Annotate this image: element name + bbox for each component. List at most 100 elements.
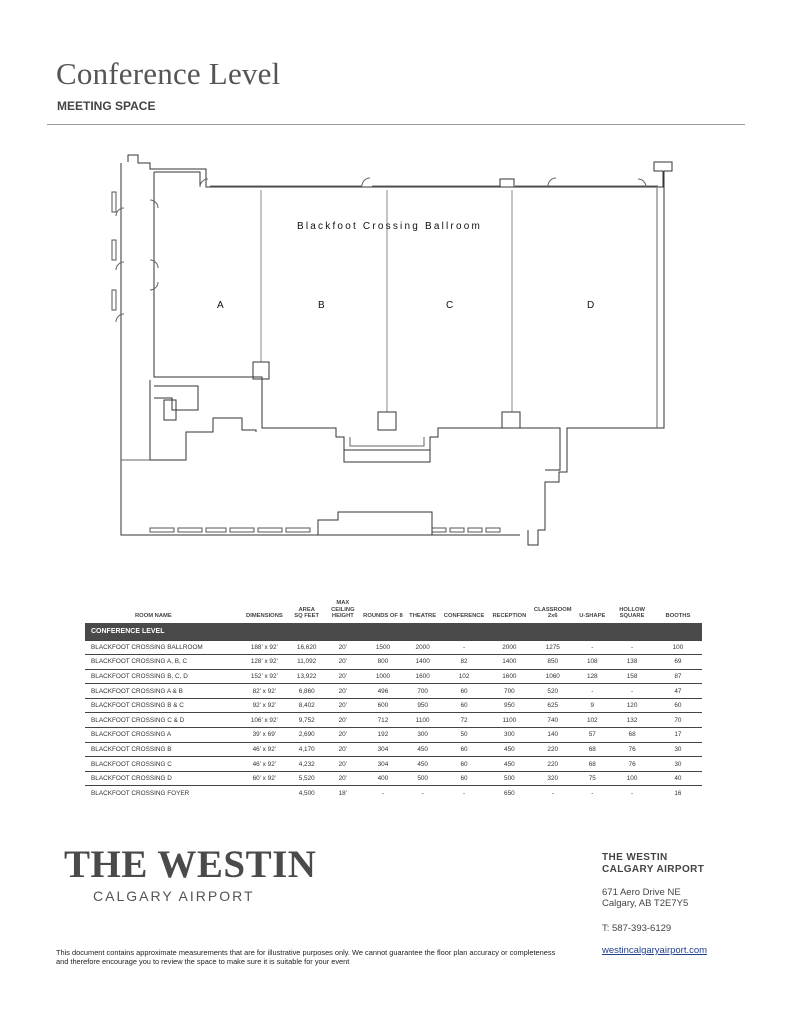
contact-phone: T: 587-393-6129 <box>602 923 672 934</box>
table-cell: 5,520 <box>288 771 325 787</box>
table-cell: 132 <box>610 712 654 729</box>
table-cell: 20’ <box>324 771 362 787</box>
table-cell: 40 <box>653 771 702 787</box>
table-cell: 700 <box>487 683 532 699</box>
col-rounds: ROUNDS OF 8 <box>363 613 403 619</box>
table-cell: 20’ <box>324 712 362 729</box>
room-name-cell: BLACKFOOT CROSSING A, B, C <box>85 654 240 670</box>
table-cell: 320 <box>531 771 575 787</box>
table-cell: 850 <box>531 654 575 670</box>
table-cell: 152’ x 92’ <box>239 669 289 685</box>
table-cell: 76 <box>610 742 654 758</box>
table-cell: 740 <box>531 712 575 729</box>
col-ushape: U-SHAPE <box>579 613 606 619</box>
table-cell: 600 <box>361 698 405 714</box>
table-cell: 1000 <box>361 669 405 685</box>
table-cell: 158 <box>610 669 654 685</box>
page-subtitle: MEETING SPACE <box>57 99 156 113</box>
westin-logo-subtitle: CALGARY AIRPORT <box>93 888 255 904</box>
table-cell: 102 <box>440 669 488 685</box>
website-link[interactable]: westincalgaryairport.com <box>602 945 708 956</box>
table-cell: 1100 <box>404 712 441 729</box>
table-cell: - <box>440 640 488 656</box>
outer-wall-top <box>127 154 673 188</box>
table-cell: 30 <box>653 756 702 772</box>
table-cell: 20’ <box>324 727 362 743</box>
table-cell: 57 <box>574 727 611 743</box>
table-cell: 76 <box>610 756 654 772</box>
table-cell: - <box>462 789 466 797</box>
table-cell: 450 <box>487 742 532 758</box>
room-name-cell: BLACKFOOT CROSSING C & D <box>85 712 240 729</box>
floor-plan: Blackfoot Crossing Ballroom A B C D <box>111 154 673 546</box>
table-cell: 625 <box>531 698 575 714</box>
room-name-cell: BLACKFOOT CROSSING B & C <box>85 698 240 714</box>
room-label-d: D <box>587 300 594 311</box>
table-cell: 9 <box>574 698 611 714</box>
table-cell: 69 <box>653 654 702 670</box>
table-cell: 20’ <box>324 654 362 670</box>
table-cell: - <box>610 640 654 656</box>
table-cell: - <box>631 789 634 797</box>
table-cell: 188’ x 92’ <box>239 640 289 656</box>
table-cell: 16 <box>674 789 682 797</box>
table-cell: - <box>551 789 554 797</box>
service-area <box>149 380 257 461</box>
table-cell: 2000 <box>404 640 441 656</box>
table-cell: 20’ <box>324 683 362 699</box>
contact-block: THE WESTIN CALGARY AIRPORT 671 Aero Driv… <box>602 852 707 956</box>
table-cell: 1400 <box>487 654 532 670</box>
table-cell: 30 <box>653 742 702 758</box>
table-cell: 6,860 <box>288 683 325 699</box>
room-name-cell: BLACKFOOT CROSSING B <box>85 742 240 758</box>
table-cell: 300 <box>487 727 532 743</box>
col-conference: CONFERENCE <box>443 613 485 619</box>
outer-wall-left <box>120 163 520 536</box>
table-cell: 68 <box>610 727 654 743</box>
table-cell: 39’ x 69’ <box>239 727 289 743</box>
col-dimensions: DIMENSIONS <box>246 613 283 619</box>
table-cell: 18’ <box>338 789 348 797</box>
room-label-b: B <box>318 300 325 311</box>
table-cell: 20’ <box>324 756 362 772</box>
table-cell: 82’ x 92’ <box>239 683 289 699</box>
table-cell: 400 <box>361 771 405 787</box>
table-cell: 47 <box>653 683 702 699</box>
table-cell: 496 <box>361 683 405 699</box>
table-cell: 8,402 <box>288 698 325 714</box>
westin-logo: THE WESTIN <box>64 843 317 886</box>
table-cell: 700 <box>404 683 441 699</box>
table-cell: 300 <box>404 727 441 743</box>
table-cell: 68 <box>574 756 611 772</box>
table-cell: 13,922 <box>288 669 325 685</box>
page-title: Conference Level <box>56 56 281 91</box>
section-row: CONFERENCE LEVEL <box>85 622 702 641</box>
table-cell: 20’ <box>324 742 362 758</box>
table-cell: 87 <box>653 669 702 685</box>
table-cell: 46’ x 92’ <box>239 742 289 758</box>
table-cell: 70 <box>653 712 702 729</box>
table-cell: - <box>574 640 611 656</box>
table-cell: 20’ <box>324 669 362 685</box>
table-cell: - <box>381 789 385 797</box>
table-cell: 192 <box>361 727 405 743</box>
table-cell: 92’ x 92’ <box>239 698 289 714</box>
table-cell: 1100 <box>487 712 532 729</box>
table-cell: 500 <box>487 771 532 787</box>
table-cell: - <box>421 789 424 797</box>
col-room-name: ROOM NAME <box>135 613 172 619</box>
table-cell: - <box>591 789 594 797</box>
table-cell: 140 <box>531 727 575 743</box>
table-cell: 450 <box>404 742 441 758</box>
table-cell: 500 <box>404 771 441 787</box>
table-cell: 1060 <box>531 669 575 685</box>
table-cell: 11,092 <box>288 654 325 670</box>
table-cell: 1600 <box>404 669 441 685</box>
outer-wall-right <box>527 171 665 546</box>
